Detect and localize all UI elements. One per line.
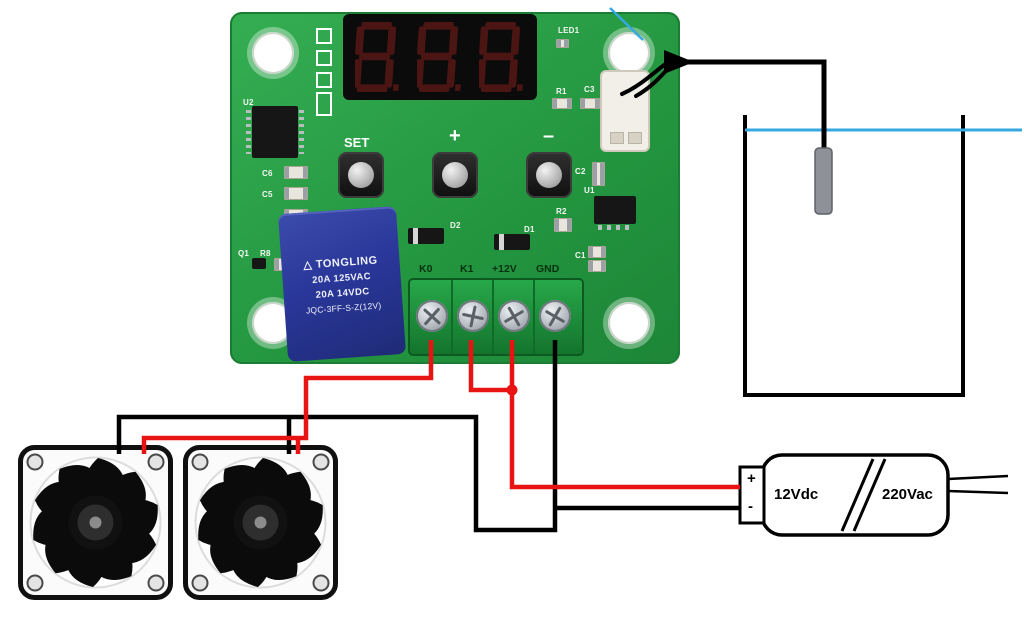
u1-ic [594, 196, 636, 224]
seven-segment-display [343, 14, 537, 100]
u2-pins [246, 110, 251, 154]
ac-wire [947, 489, 1009, 495]
u1-pins [598, 225, 632, 230]
terminal-seam [451, 280, 453, 354]
set-button-cap [348, 162, 374, 188]
psu-dc-label: 12Vdc [774, 486, 819, 503]
c1-component [588, 260, 606, 272]
silkscreen-label-led1: LED1 [558, 26, 580, 35]
terminal-label-12v: +12V [492, 263, 517, 275]
sensor-cable [688, 59, 827, 150]
d2-diode [408, 228, 444, 244]
c2-component [592, 162, 605, 186]
set-button-label: SET [344, 135, 370, 150]
silkscreen-box [316, 28, 332, 44]
silkscreen-label-c5: C5 [262, 190, 273, 199]
temperature-probe [814, 147, 833, 215]
u2-ic [252, 106, 298, 158]
terminal-screw-k0 [416, 300, 448, 332]
terminal-seam [492, 280, 494, 354]
screw-terminal-block [408, 278, 584, 356]
silkscreen-label-d2: D2 [450, 221, 461, 230]
led1-component [556, 39, 569, 48]
relay-rating-1: 20A 125VAC [311, 270, 372, 286]
silkscreen-box [316, 92, 332, 116]
psu-divider [852, 458, 887, 532]
minus-button [526, 152, 572, 198]
u2-pins [299, 110, 304, 154]
mounting-hole [608, 32, 650, 74]
mounting-hole [252, 32, 294, 74]
silkscreen-label-u1: U1 [584, 186, 595, 195]
c6-component [284, 166, 308, 179]
ac-wire [947, 474, 1009, 481]
relay-logo-icon: △ [302, 258, 313, 272]
relay-rating-2: 20A 14VDC [315, 285, 370, 301]
terminal-screw-gnd [539, 300, 571, 332]
d1-diode [494, 234, 530, 250]
silkscreen-label-d1: D1 [524, 225, 535, 234]
silkscreen-label-c2: C2 [575, 167, 586, 176]
set-button [338, 152, 384, 198]
silkscreen-label-r2: R2 [556, 207, 567, 216]
minus-button-cap [536, 162, 562, 188]
sensor-connector [600, 70, 650, 152]
silkscreen-box [316, 50, 332, 66]
terminal-screw-12v [498, 300, 530, 332]
connector-pin-slot [628, 132, 642, 144]
diode-band [499, 234, 504, 250]
relay-model: JQC-3FF-S-Z(12V) [305, 299, 382, 316]
connector-pin-slot [610, 132, 624, 144]
mounting-hole [608, 302, 650, 344]
silkscreen-label-c1: C1 [575, 251, 586, 260]
psu-minus-label: - [748, 498, 753, 515]
q1-transistor [252, 258, 266, 269]
c1-component [588, 246, 606, 258]
gnd-wire-fans [116, 340, 558, 533]
terminal-label-k1: K1 [460, 263, 474, 275]
fan-2 [186, 448, 336, 598]
display-digits [355, 22, 525, 92]
wire-junction [506, 384, 518, 396]
silkscreen-label-r1: R1 [556, 87, 567, 96]
minus-button-label: – [543, 125, 555, 147]
plus-button [432, 152, 478, 198]
psu-divider [840, 458, 875, 532]
thermostat-board: LED1 R1 C3 U2 C6 C5 Q1 R8 SET + – C2 U1 … [230, 12, 680, 364]
terminal-label-gnd: GND [536, 263, 560, 275]
r1-component [552, 98, 572, 109]
c5-component [284, 187, 308, 200]
terminal-screw-k1 [457, 300, 489, 332]
terminal-label-k0: K0 [419, 263, 433, 275]
psu-ac-label: 220Vac [882, 486, 933, 503]
plus-button-cap [442, 162, 468, 188]
silkscreen-label-c6: C6 [262, 169, 273, 178]
silkscreen-label-r8: R8 [260, 249, 271, 258]
psu-plus-label: + [747, 470, 756, 487]
silkscreen-label-u2: U2 [243, 98, 254, 107]
silkscreen-label-q1: Q1 [238, 249, 250, 258]
silkscreen-label-c3: C3 [584, 85, 595, 94]
r2-component [554, 218, 572, 232]
silkscreen-box [316, 72, 332, 88]
relay-brand: △ TONGLING [302, 253, 379, 272]
plus-button-label: + [449, 125, 461, 147]
diode-band [413, 228, 418, 244]
water-tank [743, 115, 965, 397]
terminal-seam [533, 280, 535, 354]
c3-component [580, 98, 600, 109]
relay: △ TONGLING 20A 125VAC 20A 14VDC JQC-3FF-… [277, 206, 407, 362]
fan-1 [21, 448, 171, 598]
